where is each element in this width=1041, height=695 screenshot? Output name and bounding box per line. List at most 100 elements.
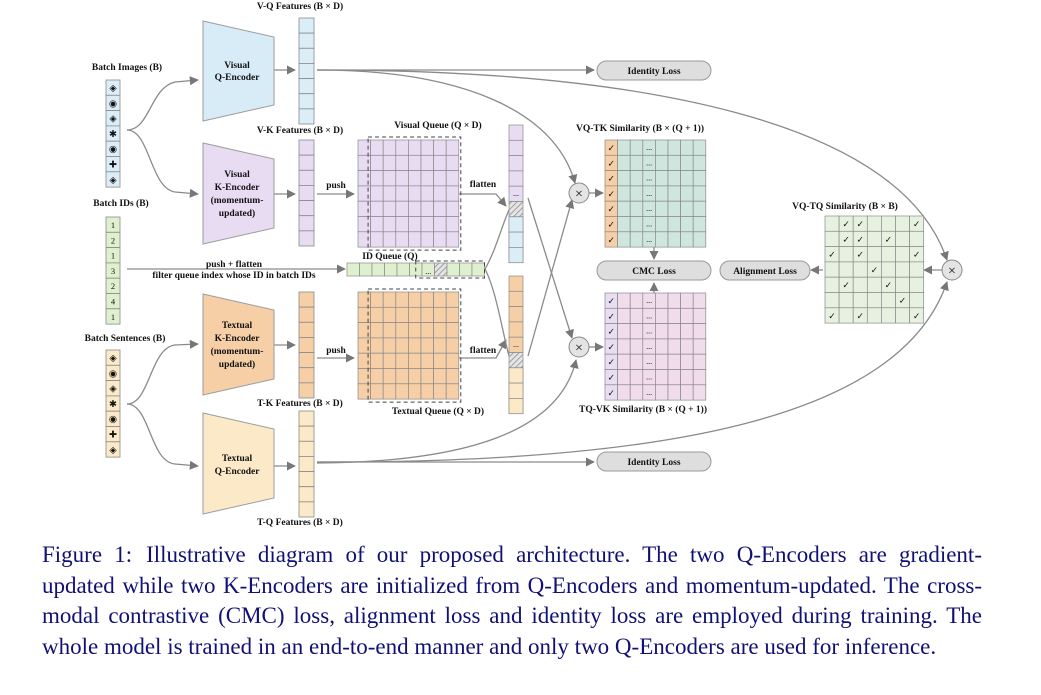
tqvk-cell — [667, 369, 681, 386]
textual-queue-cell — [370, 337, 384, 354]
alignment-loss-text: Alignment Loss — [733, 267, 797, 277]
vqtq-cell — [852, 276, 868, 293]
vqtq-cell — [824, 230, 840, 247]
batch-sentence-glyph-icon: ◈ — [109, 446, 117, 456]
vqtk-cell — [692, 200, 707, 217]
vqtq-cell — [824, 276, 840, 293]
vqtk-check-icon: ✓ — [608, 235, 616, 245]
vqtq-check-icon: ✓ — [856, 234, 864, 244]
visual-queue-cell — [420, 231, 434, 248]
tq-feature-cell — [298, 410, 315, 427]
textual-flat-own-cell — [508, 367, 524, 384]
visual-flat-cell — [508, 155, 524, 172]
id-queue-cell — [459, 262, 473, 277]
vqtk-cell — [629, 185, 644, 202]
filter-label: filter queue index whose ID in batch IDs — [152, 271, 315, 281]
tq-feature-cell — [298, 486, 315, 503]
textual-queue-cell — [370, 383, 384, 400]
textual-queue-cell — [408, 322, 422, 339]
identity-loss-bottom-text: Identity Loss — [627, 458, 680, 468]
visual-queue-cell — [408, 170, 422, 187]
tqvk-check-icon: ✓ — [608, 373, 616, 383]
vqtk-cell — [617, 154, 631, 171]
batch-image-glyph-icon: ◉ — [109, 145, 117, 155]
vqtk-dots: ... — [646, 189, 652, 198]
vqtq-cell — [852, 261, 868, 278]
vqtk-cell — [680, 231, 694, 248]
visual-queue-cell — [357, 139, 371, 156]
tk-features-column — [298, 291, 315, 399]
tk-features-label: T-K Features (B × D) — [257, 398, 343, 409]
visual-queue-cell — [370, 154, 384, 171]
textual-queue-cell — [433, 352, 447, 369]
vqtq-cell — [895, 261, 910, 278]
flatten-textual-line — [459, 339, 507, 359]
tqvk-cell — [692, 369, 707, 386]
vqtk-cell — [680, 170, 694, 187]
vqtq-cell — [824, 292, 840, 309]
tqvk-cell — [680, 307, 694, 324]
textual-queue-cell — [433, 337, 447, 354]
vqtk-cell — [617, 139, 631, 156]
textual-queue-cell — [445, 291, 460, 308]
textual-k-encoder-line-1: Textual — [222, 321, 253, 331]
vqtq-cell — [909, 292, 925, 309]
visual-queue-cell — [420, 200, 434, 217]
vqtk-dots: ... — [646, 204, 652, 213]
tqvk-cell — [617, 384, 631, 401]
visual-queue-cell — [395, 154, 409, 171]
vqtq-similarity-label: VQ-TQ Similarity (B × B) — [792, 201, 898, 212]
vqtk-cell — [655, 231, 669, 248]
vqtk-cell — [667, 170, 681, 187]
tqvk-cell — [667, 323, 681, 340]
visual-queue-cell — [357, 154, 371, 171]
vqtk-cell — [629, 231, 644, 248]
batch-sentences-label: Batch Sentences (B) — [85, 333, 166, 344]
visual-queue-cell — [357, 185, 371, 202]
batch-images-column: ◈◉◈✱◉✚◈ — [105, 79, 121, 188]
textual-q-encoder-line-2: Q-Encoder — [215, 467, 261, 477]
vqtk-dots: ... — [646, 235, 652, 244]
vq-feature-cell — [298, 78, 315, 95]
textual-flat-cell — [508, 290, 524, 307]
id-queue-strip: ... — [346, 260, 485, 279]
id-queue-dots: ... — [425, 267, 431, 276]
vqtk-cell — [692, 139, 707, 156]
textual-queue-cell — [408, 368, 422, 385]
textual-queue-cell — [357, 337, 371, 354]
visual-queue-cell — [420, 154, 434, 171]
textual-queue-cell — [395, 337, 409, 354]
id-queue-cell — [446, 262, 460, 277]
batch-id-value: 1 — [111, 220, 115, 230]
visual-queue-dashed-window — [367, 136, 462, 251]
visual-queue-cell — [408, 200, 422, 217]
vqtq-cell — [895, 246, 910, 263]
textual-queue-cell — [420, 306, 434, 323]
id-queue-label: ID Queue (Q) — [362, 251, 417, 262]
tqvk-cell — [680, 353, 694, 370]
vqtk-cell — [667, 200, 681, 217]
tk-feature-cell — [298, 352, 315, 369]
vqtq-check-icon: ✓ — [842, 280, 850, 290]
vqtq-cell — [881, 261, 896, 278]
vqtq-check-icon: ✓ — [856, 250, 864, 260]
vqtk-cell — [629, 200, 644, 217]
tqvk-similarity-matrix: ✓...✓...✓...✓...✓...✓...✓... — [604, 292, 707, 401]
vq-to-vqtq-multiply-line — [316, 69, 949, 261]
tq-feature-cell — [298, 471, 315, 488]
textual-k-encoder-line-2: K-Encoder — [215, 334, 261, 344]
push-textual-label: push — [326, 346, 346, 356]
textual-queue-cell — [382, 383, 397, 400]
vqtq-cell — [895, 307, 910, 324]
id-queue-cell — [359, 262, 373, 277]
textual-flat-own-cell — [508, 382, 524, 399]
vqtq-cell — [895, 215, 910, 232]
textual-queue-cell — [445, 352, 460, 369]
textual-queue-cell — [395, 368, 409, 385]
vqtq-similarity-matrix: ✓✓✓✓✓✓✓✓✓✓✓✓✓✓✓✓ — [824, 215, 925, 324]
textual-queue-cell — [370, 368, 384, 385]
textual-queue-cell — [357, 322, 371, 339]
tqvk-dots: ... — [646, 357, 652, 366]
textual-queue-cell — [357, 352, 371, 369]
visual-queue-cell — [420, 170, 434, 187]
